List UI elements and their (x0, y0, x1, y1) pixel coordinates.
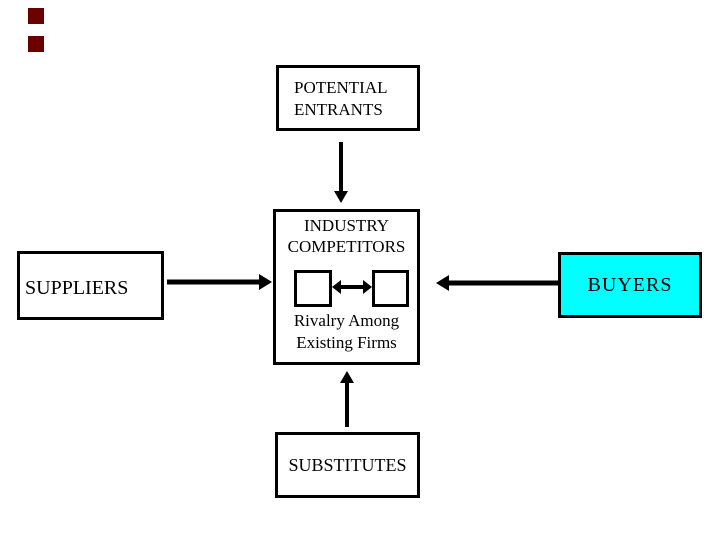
buyers-label: BUYERS (587, 273, 673, 296)
potential-entrants-label-line2: ENTRANTS (294, 100, 383, 119)
competitor-square-right (372, 270, 409, 307)
suppliers-box: SUPPLIERS (17, 251, 164, 320)
arrow-head-up-icon (340, 371, 354, 383)
substitutes-label: SUBSTITUTES (288, 454, 407, 475)
arrow-head-down-icon (334, 191, 348, 203)
arrow-suppliers-to-industry (167, 274, 272, 290)
competitor-square-left (294, 270, 332, 307)
corner-marker-square-bottom (28, 36, 44, 52)
industry-competitors-heading: INDUSTRY COMPETITORS (276, 215, 417, 257)
potential-entrants-label-line1: POTENTIAL (294, 78, 388, 97)
rivalry-caption: Rivalry Among Existing Firms (276, 310, 417, 354)
substitutes-box: SUBSTITUTES (275, 432, 420, 498)
arrow-buyers-to-industry (436, 275, 560, 291)
potential-entrants-box: POTENTIAL ENTRANTS (276, 65, 420, 131)
suppliers-label: SUPPLIERS (25, 276, 129, 299)
industry-competitors-box: INDUSTRY COMPETITORS Rivalry Among Exist… (273, 209, 420, 365)
rivalry-caption-line2: Existing Firms (296, 333, 397, 352)
arrow-potential-entrants-to-industry (334, 142, 348, 203)
buyers-box: BUYERS (558, 252, 702, 318)
arrow-head-left-icon (436, 275, 449, 291)
industry-competitors-label-line2: COMPETITORS (287, 237, 406, 256)
corner-marker-square-top (28, 8, 44, 24)
arrow-substitutes-to-industry (340, 371, 354, 427)
arrow-head-right-icon (259, 274, 272, 290)
rivalry-caption-line1: Rivalry Among (293, 311, 400, 330)
industry-competitors-label-line1: INDUSTRY (303, 216, 389, 235)
